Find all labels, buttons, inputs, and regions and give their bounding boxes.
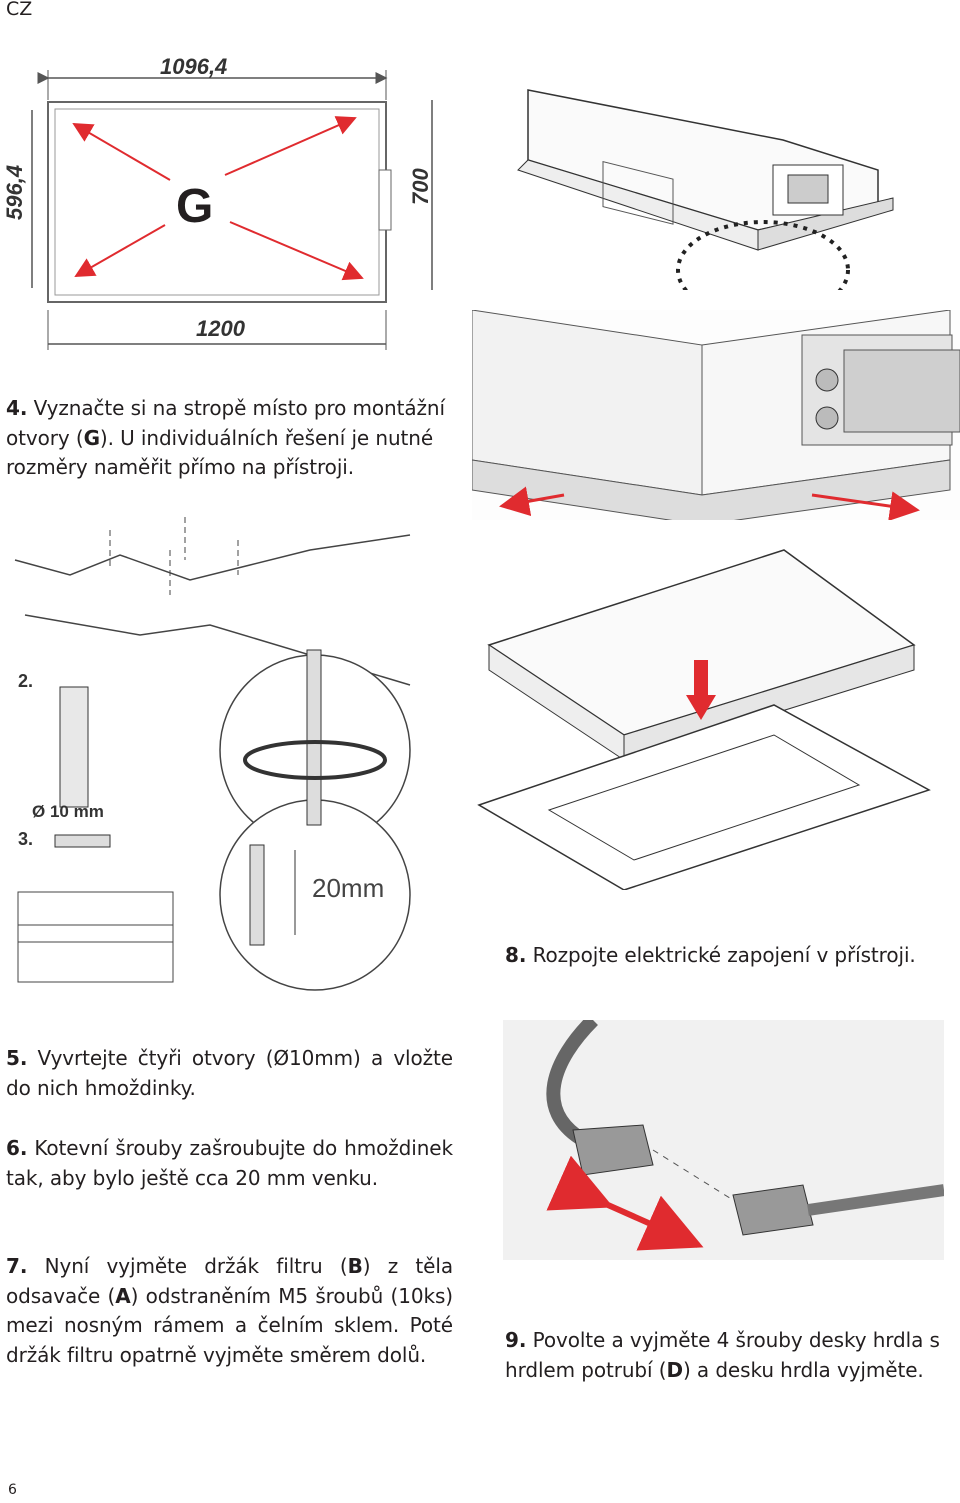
step-5-text: 5. Vyvrtejte čtyři otvory (Ø10mm) a vlož… bbox=[6, 1046, 453, 1100]
dim-bottom-label: 1200 bbox=[196, 316, 246, 341]
language-tag: CZ bbox=[6, 0, 33, 20]
step-2-label: 2. bbox=[18, 671, 33, 691]
hood-body-figure bbox=[517, 89, 894, 290]
electrical-connector-figure bbox=[503, 1020, 944, 1260]
dim-right-label: 700 bbox=[408, 168, 433, 205]
step-6-text: 6. Kotevní šrouby zašroubujte do hmoždin… bbox=[6, 1136, 453, 1190]
template-label-g: G bbox=[176, 180, 213, 233]
step-7-text: 7. Nyní vyjměte držák filtru (B) z těla … bbox=[6, 1254, 453, 1367]
step-9-text: 9. Povolte a vyjměte 4 šrouby desky hrdl… bbox=[505, 1328, 940, 1382]
filter-holder-detail-figure bbox=[472, 310, 960, 520]
dim-top-label: 1096,4 bbox=[160, 54, 227, 79]
step-3-label: 3. bbox=[18, 829, 33, 849]
step-8-text: 8. Rozpojte elektrické zapojení v přístr… bbox=[505, 943, 916, 967]
page-number: 6 bbox=[8, 1482, 17, 1498]
dim-left-label: 596,4 bbox=[2, 165, 27, 220]
drill-size-label: Ø 10 mm bbox=[32, 802, 104, 821]
depth-label: 20mm bbox=[312, 873, 384, 903]
step-4-text: 4. Vyznačte si na stropě místo pro montá… bbox=[6, 396, 445, 479]
filter-removal-figure bbox=[477, 549, 931, 890]
drilling-figure: 20mm 2. Ø 10 mm 3. bbox=[14, 517, 411, 991]
mounting-template-figure: 1096,4 596,4 700 1200 G bbox=[2, 54, 433, 350]
